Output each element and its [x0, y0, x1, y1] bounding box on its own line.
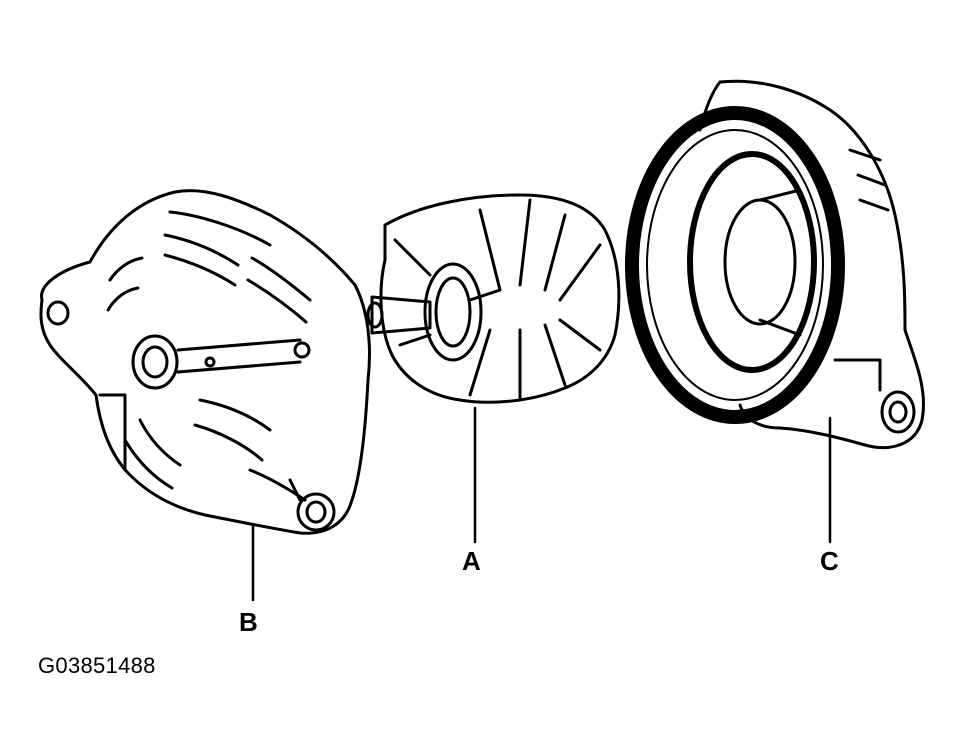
rotor-part-a [366, 193, 621, 404]
callout-label-a: A [462, 546, 481, 576]
rear-housing-part-c [625, 79, 925, 450]
figure-identifier: G03851488 [38, 653, 156, 678]
callout-label-c: C [820, 546, 839, 576]
leader-lines [251, 406, 832, 602]
callout-label-b: B [239, 607, 258, 637]
front-housing-part-b [39, 189, 371, 535]
